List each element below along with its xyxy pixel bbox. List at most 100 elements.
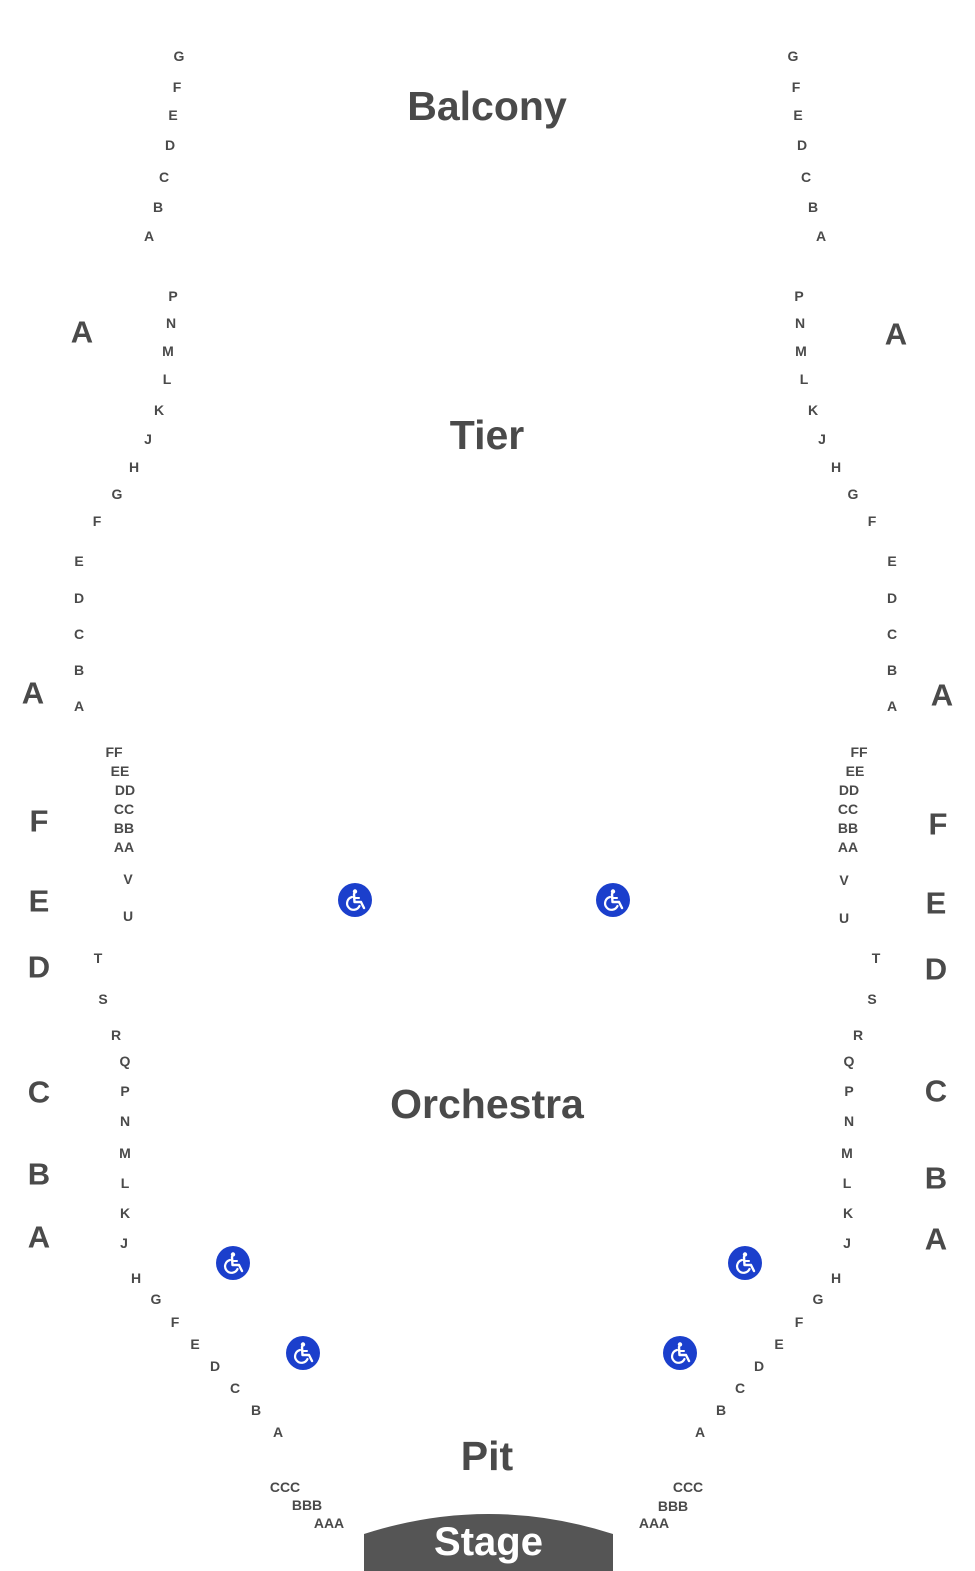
box-label-left[interactable]: E [28,883,50,919]
wheelchair-icon[interactable] [728,1246,762,1280]
row-label: A [815,228,827,244]
row-label: G [150,1291,162,1307]
row-label: T [871,950,881,966]
row-label: E [887,553,897,569]
box-label-left[interactable]: A [70,314,94,350]
stage: Stage [364,1510,613,1571]
box-label-left[interactable]: B [27,1156,51,1192]
row-label: BBB [657,1498,689,1514]
row-label: P [120,1083,130,1099]
row-label: BBB [291,1497,323,1513]
row-label: M [795,343,807,359]
stage-label: Stage [434,1520,543,1564]
row-label: C [158,169,170,185]
row-label: C [800,169,812,185]
row-label: P [844,1083,854,1099]
row-label: B [807,199,819,215]
row-label: S [867,991,877,1007]
row-label: Q [119,1053,131,1069]
box-label-left[interactable]: A [21,675,45,711]
box-label-left[interactable]: F [29,803,49,839]
row-label: N [119,1113,131,1129]
row-label: D [886,590,898,606]
row-label: M [162,343,174,359]
row-label: C [229,1380,241,1396]
row-label: F [794,1314,804,1330]
row-label: AA [113,839,135,855]
row-label: BB [113,820,135,836]
box-label-right[interactable]: A [884,316,908,352]
row-label: DD [838,782,860,798]
row-label: DD [114,782,136,798]
row-label: T [93,950,103,966]
row-label: P [794,288,804,304]
row-label: D [73,590,85,606]
row-label: N [794,315,806,331]
row-label: B [250,1402,262,1418]
row-label: FF [105,744,123,760]
row-label: D [209,1358,221,1374]
row-label: EE [845,763,865,779]
row-label: R [852,1027,864,1043]
row-label: R [110,1027,122,1043]
box-label-left[interactable]: C [27,1074,51,1110]
row-label: J [818,431,826,447]
row-label: H [830,1270,842,1286]
box-label-right[interactable]: D [924,951,948,987]
wheelchair-icon[interactable] [338,883,372,917]
row-label: L [842,1175,852,1191]
row-label: BB [837,820,859,836]
row-label: F [867,513,877,529]
row-label: AAA [313,1515,345,1531]
row-label: C [734,1380,746,1396]
box-label-right[interactable]: F [928,806,948,842]
row-label: H [130,1270,142,1286]
row-label: F [791,79,801,95]
row-label: E [74,553,84,569]
row-label: A [143,228,155,244]
row-label: B [152,199,164,215]
section-pit[interactable]: Pit [460,1433,514,1479]
wheelchair-icon[interactable] [596,883,630,917]
row-label: L [799,371,809,387]
row-label: CC [113,801,135,817]
row-label: K [807,402,819,418]
section-orchestra[interactable]: Orchestra [390,1081,584,1127]
box-label-left[interactable]: D [27,949,51,985]
row-label: CC [837,801,859,817]
section-tier[interactable]: Tier [449,412,525,458]
box-label-right[interactable]: A [930,677,954,713]
row-label: AA [837,839,859,855]
row-label: K [842,1205,854,1221]
section-balcony[interactable]: Balcony [407,83,567,129]
row-label: D [753,1358,765,1374]
row-label: G [111,486,123,502]
row-label: M [841,1145,853,1161]
row-label: J [144,431,152,447]
row-label: E [168,107,178,123]
box-label-right[interactable]: C [924,1073,948,1109]
row-label: B [73,662,85,678]
row-label: F [172,79,182,95]
row-label: K [153,402,165,418]
row-label: F [170,1314,180,1330]
row-label: F [92,513,102,529]
row-label: B [715,1402,727,1418]
wheelchair-icon[interactable] [663,1336,697,1370]
row-label: U [122,908,134,924]
row-label: C [73,626,85,642]
box-label-left[interactable]: A [27,1219,51,1255]
row-label: U [838,910,850,926]
box-label-right[interactable]: E [925,885,947,921]
wheelchair-icon[interactable] [286,1336,320,1370]
row-label: Q [843,1053,855,1069]
row-label: P [168,288,178,304]
box-label-right[interactable]: A [924,1221,948,1257]
wheelchair-icon[interactable] [216,1246,250,1280]
box-label-right[interactable]: B [924,1160,948,1196]
row-label: J [843,1235,851,1251]
row-label: S [98,991,108,1007]
row-label: L [162,371,172,387]
row-label: G [173,48,185,64]
row-label: A [73,698,85,714]
